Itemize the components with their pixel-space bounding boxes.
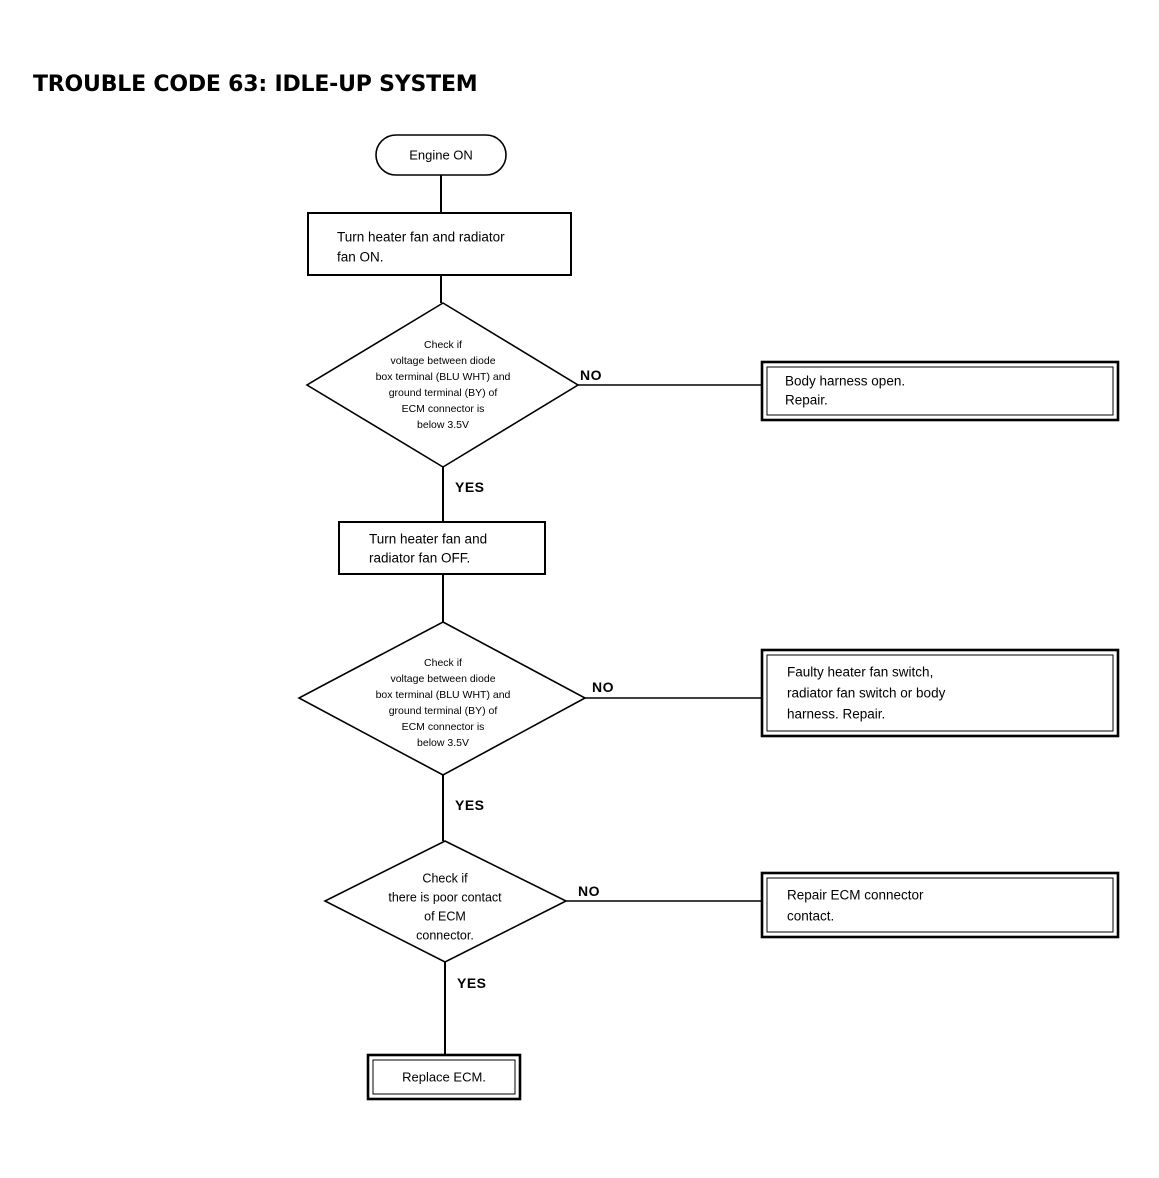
page-title: TROUBLE CODE 63: IDLE-UP SYSTEM <box>33 72 478 97</box>
node-outcome-replace-ecm[interactable]: Replace ECM. <box>366 1053 522 1101</box>
node-outcome-repair-ecm-connector[interactable]: Repair ECM connector contact. <box>760 871 1120 939</box>
decision-1-shape <box>305 302 580 468</box>
decision-1-no-label: NO <box>580 367 602 383</box>
node-decision-ecm-contact[interactable]: Check if there is poor contact of ECM co… <box>323 840 568 963</box>
step-fans-on-line-2: fan ON. <box>337 250 384 265</box>
outcome-1-outer-border <box>760 360 1120 422</box>
decision-2-line-3: box terminal (BLU WHT) and <box>376 689 511 701</box>
decision-2-yes-label: YES <box>455 797 485 813</box>
step-fans-off-line-1: Turn heater fan and <box>369 532 487 547</box>
outcome-2-line-2: radiator fan switch or body <box>787 686 946 701</box>
decision-1-yes-label: YES <box>455 479 485 495</box>
decision-1-line-4: ground terminal (BY) of <box>389 387 498 399</box>
decision-3-line-1: Check if <box>422 871 468 885</box>
decision-2-line-2: voltage between diode <box>390 673 495 685</box>
outcome-3-inner-border <box>766 877 1114 933</box>
outcome-1-inner-border <box>766 366 1114 416</box>
decision-3-line-4: connector. <box>416 928 474 942</box>
decision-1-line-6: below 3.5V <box>417 419 469 431</box>
decision-1-line-3: box terminal (BLU WHT) and <box>376 371 511 383</box>
outcome-1-line-2: Repair. <box>785 393 828 408</box>
decision-1-line-2: voltage between diode <box>390 355 495 367</box>
decision-3-no-label: NO <box>578 883 600 899</box>
node-outcome-faulty-switch[interactable]: Faulty heater fan switch, radiator fan s… <box>760 648 1120 738</box>
outcome-4-outer-border <box>366 1053 522 1101</box>
step-fans-on-shape <box>307 212 572 276</box>
decision-3-line-3: of ECM <box>424 909 466 923</box>
step-fans-off-line-2: radiator fan OFF. <box>369 551 470 566</box>
outcome-2-inner-border <box>766 654 1114 732</box>
decision-2-line-6: below 3.5V <box>417 737 469 749</box>
outcome-3-line-1: Repair ECM connector <box>787 888 924 903</box>
decision-3-line-2: there is poor contact <box>388 890 502 904</box>
outcome-3-outer-border <box>760 871 1120 939</box>
outcome-4-line-1: Replace ECM. <box>402 1069 486 1084</box>
node-decision-voltage-fans-on[interactable]: Check if voltage between diode box termi… <box>305 302 580 468</box>
decision-3-yes-label: YES <box>457 975 487 991</box>
decision-2-line-1: Check if <box>424 657 462 669</box>
outcome-1-line-1: Body harness open. <box>785 374 905 389</box>
decision-1-line-1: Check if <box>424 339 462 351</box>
decision-1-line-5: ECM connector is <box>402 403 485 415</box>
outcome-3-line-2: contact. <box>787 909 834 924</box>
engine-on-label: Engine ON <box>409 147 473 162</box>
node-engine-on[interactable]: Engine ON <box>375 134 507 176</box>
decision-2-line-4: ground terminal (BY) of <box>389 705 498 717</box>
outcome-2-outer-border <box>760 648 1120 738</box>
decision-2-line-5: ECM connector is <box>402 721 485 733</box>
node-step-fans-off[interactable]: Turn heater fan and radiator fan OFF. <box>338 521 546 575</box>
node-decision-voltage-fans-off[interactable]: Check if voltage between diode box termi… <box>297 621 587 776</box>
node-outcome-body-harness-open[interactable]: Body harness open. Repair. <box>760 360 1120 422</box>
outcome-2-line-3: harness. Repair. <box>787 707 885 722</box>
outcome-2-line-1: Faulty heater fan switch, <box>787 665 933 680</box>
node-step-fans-on[interactable]: Turn heater fan and radiator fan ON. <box>307 212 572 276</box>
step-fans-on-line-1: Turn heater fan and radiator <box>337 230 505 245</box>
outcome-4-inner-border <box>372 1059 516 1095</box>
decision-2-no-label: NO <box>592 679 614 695</box>
step-fans-off-shape <box>338 521 546 575</box>
